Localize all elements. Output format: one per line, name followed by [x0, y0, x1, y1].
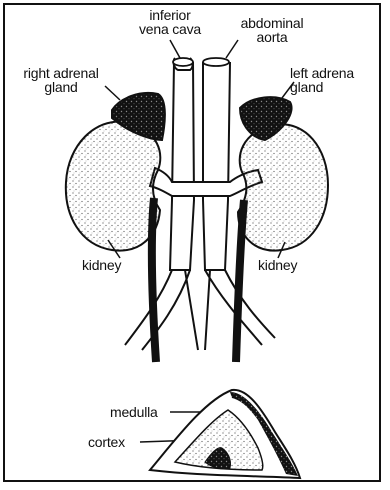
inferior-vena-cava: [170, 58, 194, 270]
left-adrenal-label: left adrena gland: [290, 66, 380, 94]
iliac-vessels: [125, 270, 275, 350]
cortex-label: cortex: [88, 435, 125, 449]
kidney-left: [66, 122, 160, 251]
kidney-right-label: kidney: [258, 258, 297, 272]
kidney-left-label: kidney: [82, 258, 121, 272]
ureter-left: [152, 198, 156, 362]
ureter-right: [236, 200, 244, 362]
ivc-label: inferior vena cava: [125, 8, 215, 36]
aorta-label: abdominal aorta: [222, 16, 322, 44]
medulla-label: medulla: [110, 405, 158, 419]
right-adrenal-label: right adrenal gland: [6, 66, 116, 94]
abdominal-aorta: [203, 62, 230, 270]
kidney-right: [238, 124, 328, 250]
